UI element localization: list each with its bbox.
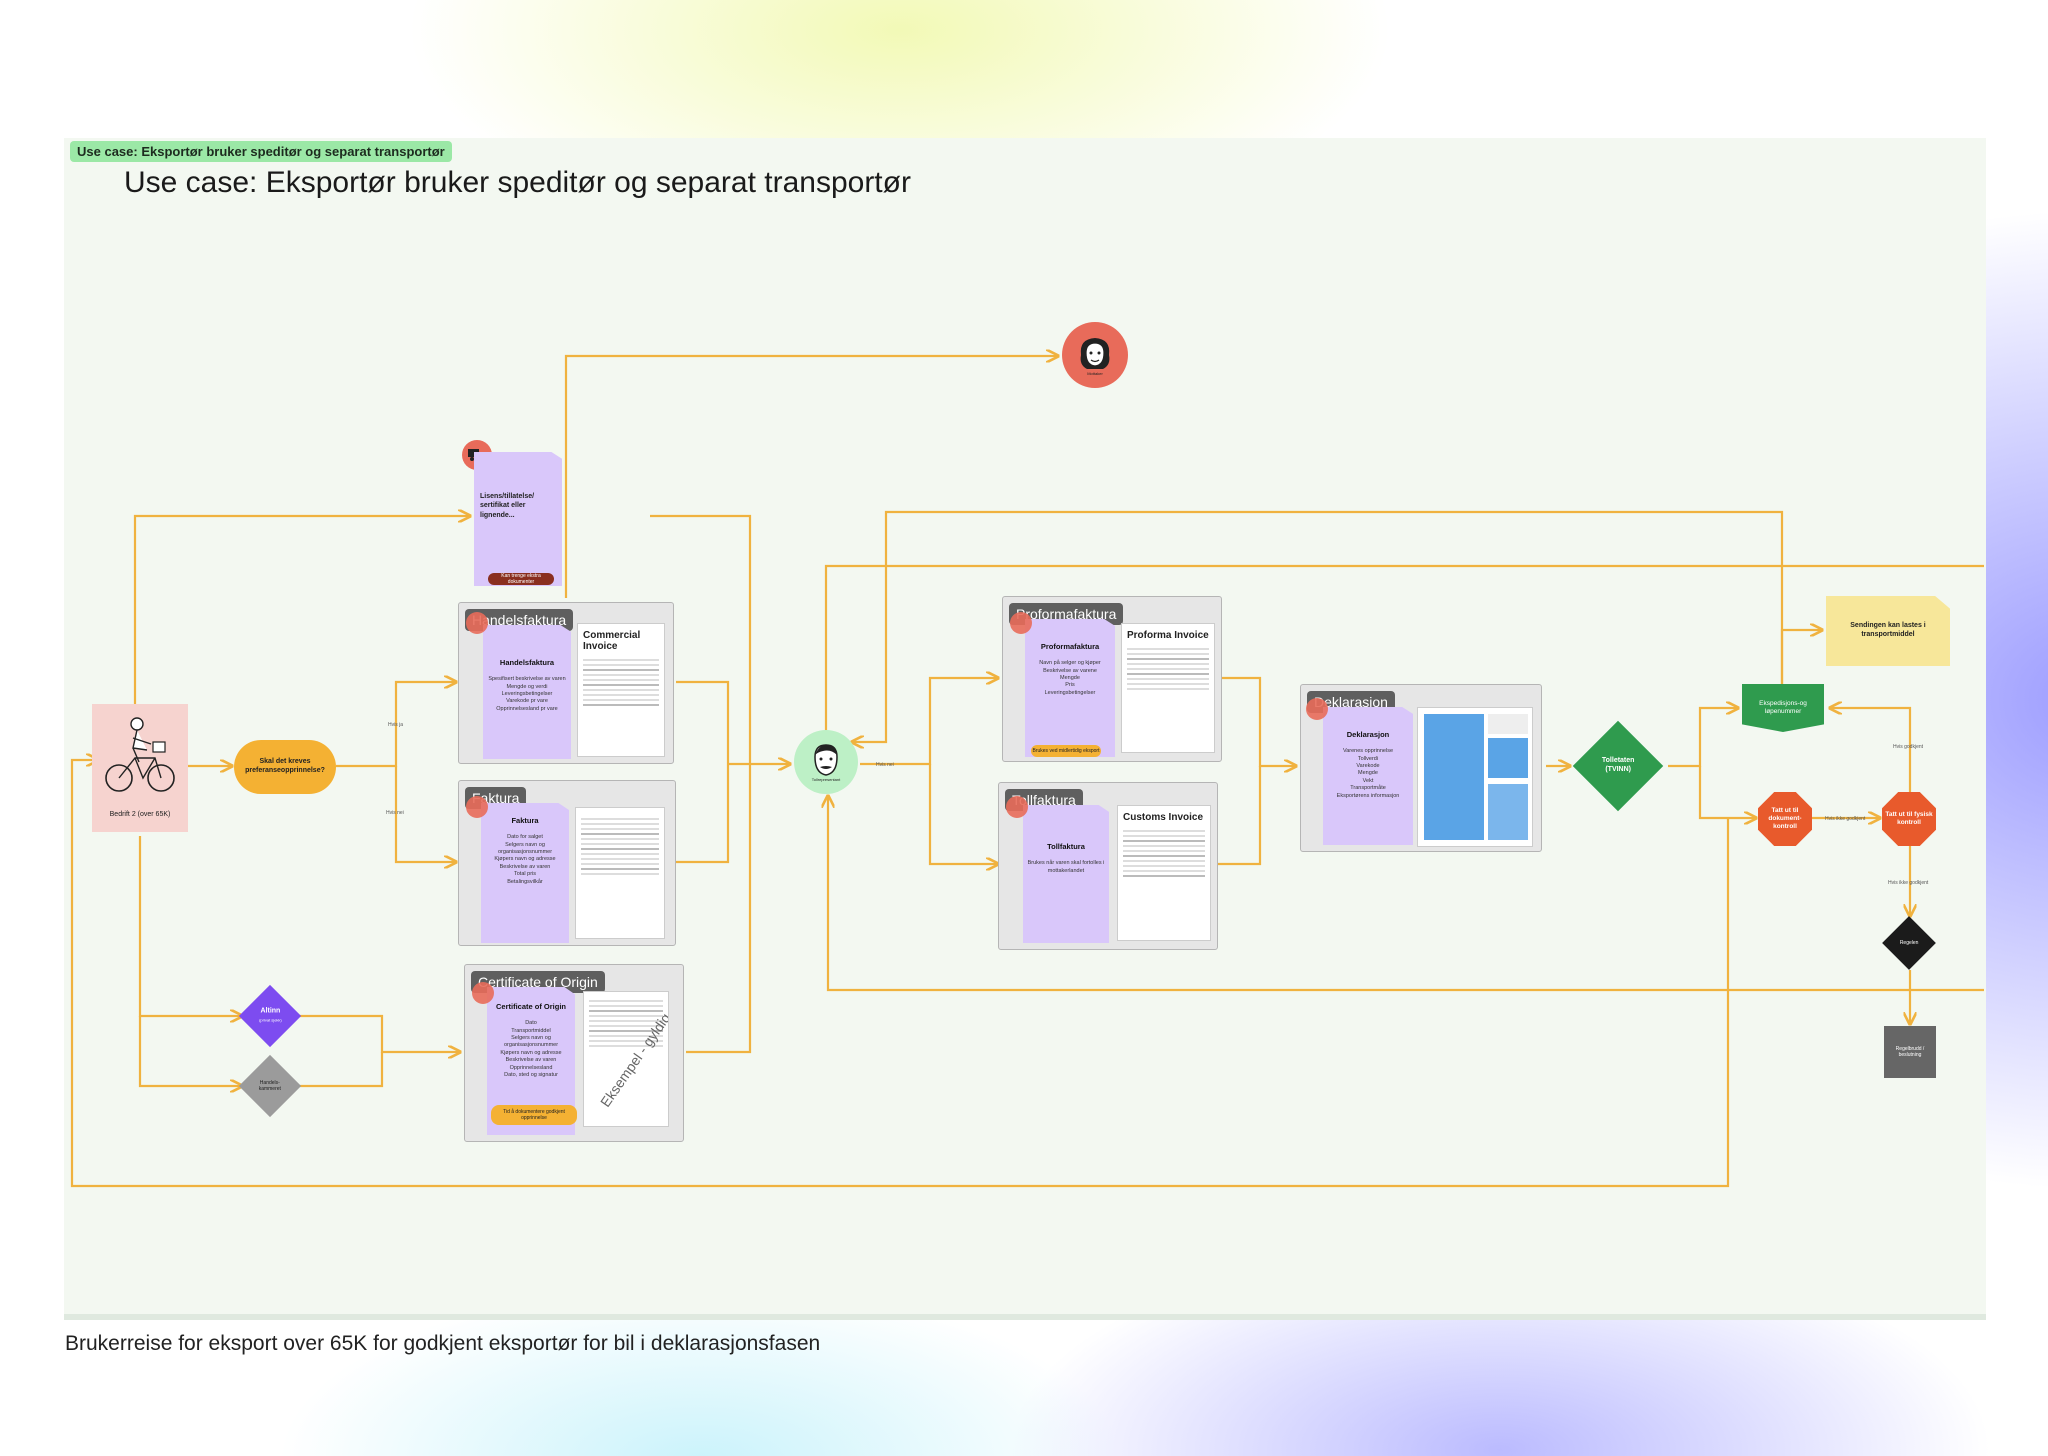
board-edge [64, 1314, 1986, 1320]
handelsfaktura-doc-title: Handelsfaktura [499, 658, 555, 667]
handelsfaktura-doc: Handelsfaktura Spesifisert beskrivelse a… [483, 625, 571, 759]
fk-bullet-4: Beskrivelse av varen [499, 863, 551, 870]
commercial-invoice-paper: Commercial Invoice [577, 623, 665, 757]
company-actor[interactable]: Bedrift 2 (over 65K) [92, 704, 188, 832]
deklarasjon-card[interactable]: Deklarasjon Deklarasjon Varenes opprinne… [1300, 684, 1542, 852]
dk-bullet-7: Eksportørens informasjon [1336, 792, 1400, 799]
hf-bullet-5: Opprinnelsesland pr vare [496, 705, 558, 712]
certificate-card[interactable]: Certificate of Origin Certificate of Ori… [464, 964, 684, 1142]
customs-invoice-paper: Customs Invoice [1117, 805, 1211, 941]
deklarasjon-doc: Deklarasjon Varenes opprinnelse Tollverd… [1323, 707, 1413, 845]
fk-bullet-2: Selgers navn og organisasjonsnummer [497, 841, 553, 855]
dk-bullet-5: Vekt [1362, 777, 1374, 784]
label-not-approved-2: Hvis ikke godkjent [1888, 880, 1929, 886]
co-bullet-4: Kjøpers navn og adresse [500, 1049, 562, 1056]
tf-bullet-1: Brukes når varen skal fortolles i mottak… [1027, 860, 1105, 874]
license-document[interactable]: Lisens/tillatelse/ sertifikat eller lign… [474, 452, 562, 586]
co-bullet-1: Dato [525, 1020, 537, 1027]
dk-bullet-6: Transportmåte [1350, 785, 1386, 792]
trade-chamber-label: Handels-kammeret [258, 1079, 282, 1092]
co-bullet-7: Dato, sted og signatur [504, 1072, 558, 1079]
receiver-label: Mottaker [1087, 370, 1103, 376]
license-pill: Kan trenge ekstra dokumenter [488, 573, 554, 585]
handelsfaktura-card[interactable]: Handelsfaktura Handelsfaktura Spesifiser… [458, 602, 674, 764]
fk-bullet-3: Kjøpers navn og adresse [494, 856, 556, 863]
forwarder-actor[interactable]: Tollrepresentant [794, 730, 858, 794]
label-not-approved: Hvis ikke godkjent [1825, 816, 1866, 822]
document-control[interactable]: Tatt ut til dokument-kontroll [1758, 792, 1812, 846]
preference-decision[interactable]: Skal det kreves preferanseopprinnelse? [234, 740, 336, 794]
certificate-paper: Eksempel - gyldig [583, 991, 669, 1127]
truck-icon [1306, 698, 1328, 720]
label-approved: Hvis godkjent [1893, 744, 1924, 750]
invoice-paper [575, 807, 665, 939]
hf-bullet-1: Spesifisert beskrivelse av varen [488, 676, 566, 683]
fk-bullet-6: Betalingsvilkår [507, 878, 543, 885]
certificate-doc-title: Certificate of Origin [495, 1002, 566, 1011]
fk-bullet-5: Total pris [513, 871, 536, 878]
commercial-invoice-title: Commercial Invoice [583, 630, 641, 652]
co-bullet-5: Beskrivelse av varen [505, 1057, 557, 1064]
truck-icon [472, 982, 494, 1004]
proforma-doc-title: Proformafaktura [1040, 642, 1100, 651]
proforma-invoice-paper: Proforma Invoice [1121, 623, 1215, 753]
caption: Brukerreise for eksport over 65K for god… [65, 1332, 821, 1355]
faktura-doc: Faktura Dato for salget Selgers navn og … [481, 803, 569, 943]
customs-invoice-title: Customs Invoice [1123, 812, 1204, 823]
co-bullet-3: Selgers navn og organisasjonsnummer [503, 1034, 559, 1049]
physical-control[interactable]: Tatt ut til fysisk kontroll [1882, 792, 1936, 846]
loading-sticky-note[interactable]: Sendingen kan lastes i transportmiddel [1826, 596, 1950, 666]
co-bullet-6: Opprinnelsesland [509, 1064, 553, 1071]
label-yes: Hvis ja [388, 722, 404, 728]
license-title: Lisens/tillatelse/ sertifikat eller lign… [480, 493, 535, 519]
bicycle-person-icon [105, 717, 175, 792]
proforma-doc: Proformafaktura Navn på selger og kjøper… [1025, 619, 1115, 757]
label-no-2: Hvis nei [876, 762, 894, 768]
altinn-sublabel: (privat sjekk) [258, 1016, 282, 1022]
truck-icon [1006, 796, 1028, 818]
hf-bullet-4: Varekode pr vare [506, 698, 548, 705]
truck-icon [466, 612, 488, 634]
frame-title: Use case: Eksportør bruker speditør og s… [124, 166, 911, 199]
company-label: Bedrift 2 (over 65K) [109, 811, 171, 819]
rejected-box[interactable]: Regelbrudd / beslutning [1884, 1026, 1936, 1078]
pf-bullet-5: Leveringsbetingelser [1044, 689, 1096, 696]
faktura-card[interactable]: Faktura Faktura Dato for salget Selgers … [458, 780, 676, 946]
dk-bullet-2: Tollverdi [1357, 755, 1379, 762]
dk-bullet-4: Mengde [1358, 770, 1378, 777]
faktura-doc-title: Faktura [511, 816, 539, 825]
pf-bullet-4: Pris [1065, 682, 1075, 689]
deklarasjon-doc-title: Deklarasjon [1346, 730, 1390, 739]
fk-bullet-1: Dato for salget [507, 834, 543, 841]
proforma-card[interactable]: Proformafaktura Proformafaktura Navn på … [1002, 596, 1222, 762]
hf-bullet-3: Leveringsbetingelser [501, 690, 553, 697]
face-icon [814, 743, 838, 776]
truck-icon [466, 796, 488, 818]
tollfaktura-doc-title: Tollfaktura [1047, 842, 1085, 851]
frame-tag[interactable]: Use case: Eksportør bruker speditør og s… [70, 141, 452, 162]
receiver-actor[interactable]: Mottaker [1062, 322, 1128, 388]
certificate-pill: Tid å dokumentere godkjent opprinnelse [491, 1105, 577, 1125]
truck-icon [1010, 612, 1032, 634]
customs-label: Tolletaten (TVINN) [1601, 757, 1635, 773]
declaration-form-paper [1417, 707, 1533, 847]
release-label: Regelen [1899, 939, 1919, 946]
tollfaktura-doc: Tollfaktura Brukes når varen skal fortol… [1023, 805, 1109, 943]
proforma-pill: Brukes ved midlertidig eksport [1031, 745, 1101, 757]
co-bullet-2: Transportmiddel [511, 1027, 551, 1034]
pf-bullet-2: Beskrivelse av varene [1043, 667, 1097, 674]
tollfaktura-card[interactable]: Tollfaktura Tollfaktura Brukes når varen… [998, 782, 1218, 950]
pf-bullet-3: Mengde [1060, 674, 1080, 681]
altinn-label: Altinn [260, 1007, 280, 1015]
hf-bullet-2: Mengde og verdi [506, 683, 548, 690]
forwarder-label: Tollrepresentant [811, 776, 841, 782]
label-no: Hvis nei [386, 810, 404, 816]
face-icon [1080, 337, 1110, 369]
pf-bullet-1: Navn på selger og kjøper [1039, 660, 1101, 667]
dk-bullet-3: Varekode [1356, 762, 1380, 769]
dk-bullet-1: Varenes opprinnelse [1342, 748, 1394, 755]
proforma-invoice-title: Proforma Invoice [1127, 630, 1209, 641]
expedition-number[interactable]: Ekspedisjons-og løpenummer [1742, 684, 1824, 732]
